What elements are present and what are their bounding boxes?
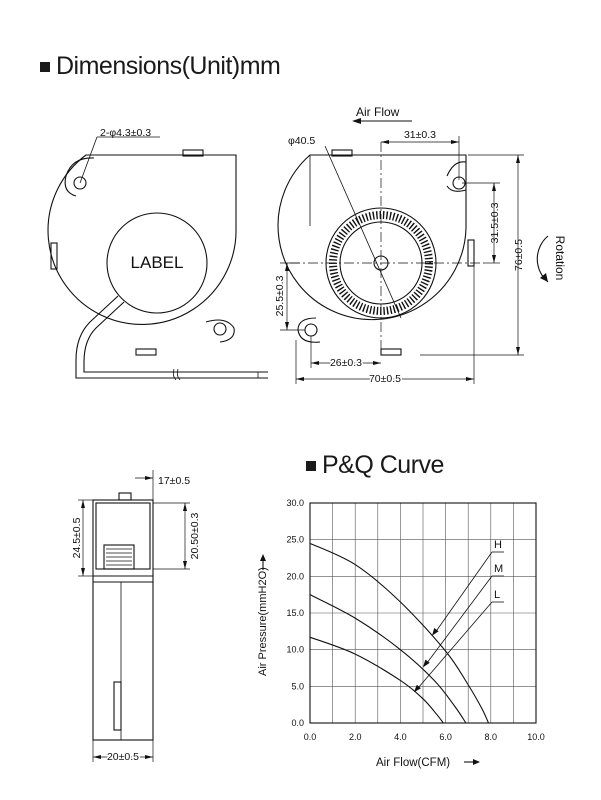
series-L-label: L [494, 589, 500, 601]
y-tick-label: 10.0 [286, 645, 304, 655]
dim-right-inner: 31.5±0.3 [489, 202, 501, 243]
series-M-arrow-icon [423, 659, 430, 668]
series-H-label: H [494, 539, 502, 551]
front-view: 2-φ4.3±0.3 LABEL [47, 127, 268, 381]
y-tick-label: 0.0 [291, 718, 304, 728]
series-L-arrow-icon [413, 684, 421, 693]
y-tick-label: 15.0 [286, 608, 304, 618]
profile-dim-left: 24.5±0.5 [71, 517, 83, 558]
dimensions-heading: Dimensions(Unit)mm [40, 52, 281, 81]
x-tick-label: 10.0 [527, 732, 545, 742]
profile-dim-top: 17±0.5 [158, 475, 190, 487]
plot-frame [309, 502, 537, 724]
dim-bottom-inner: 26±0.3 [330, 357, 362, 369]
hole-note: 2-φ4.3±0.3 [100, 127, 151, 139]
pq-title: P&Q Curve [322, 451, 444, 479]
fan-label: LABEL [131, 253, 184, 272]
dimensions-title: Dimensions(Unit)mm [56, 52, 281, 80]
series-L-leader [416, 601, 493, 690]
x-axis-label: Air Flow(CFM) [376, 757, 450, 769]
x-tick-label: 6.0 [439, 732, 452, 742]
pq-heading: P&Q Curve [306, 451, 444, 480]
profile-view: 17±0.5 24.5±0.5 20.50±0.3 20±0.5 [71, 470, 201, 765]
chart-series: HM L [309, 539, 504, 724]
bullet-square-icon [306, 460, 316, 471]
dim-left: 25.5±0.3 [274, 275, 286, 316]
diameter-label: φ40.5 [288, 135, 315, 147]
y-tick-label: 20.0 [286, 571, 304, 581]
rotation-label: Rotation [553, 236, 567, 281]
y-tick-label: 5.0 [291, 681, 304, 691]
y-tick-labels: 0.0 5.0 10.0 15.0 20.0 25.0 30.0 [286, 498, 304, 728]
series-M-leader [425, 575, 493, 665]
series-H-arrow-icon [432, 628, 439, 636]
pq-chart: 0.0 2.0 4.0 6.0 8.0 10.0 0.0 5.0 10.0 15.0 20.0 25… [257, 498, 545, 769]
dim-right-outer: 76±0.5 [513, 239, 525, 271]
series-H-curve [309, 542, 490, 724]
series-H-leader [434, 551, 493, 633]
profile-dim-bottom: 20±0.5 [107, 751, 139, 763]
y-tick-label: 30.0 [286, 498, 304, 508]
dim-top: 31±0.3 [404, 129, 436, 141]
airflow-label: Air Flow [356, 105, 400, 119]
x-tick-label: 0.0 [304, 732, 317, 742]
profile-dim-right: 20.50±0.3 [189, 513, 201, 560]
series-M-label: M [494, 563, 503, 575]
dim-bottom-outer: 70±0.5 [369, 373, 401, 385]
bullet-square-icon [40, 61, 50, 72]
y-tick-label: 25.0 [286, 535, 304, 545]
connector-slots [103, 544, 135, 570]
series-M-curve [309, 594, 467, 724]
x-tick-label: 4.0 [394, 732, 407, 742]
chart-grid [310, 503, 536, 723]
x-tick-labels: 0.0 2.0 4.0 6.0 8.0 10.0 [304, 732, 545, 742]
x-tick-label: 8.0 [485, 732, 498, 742]
series-L-curve [309, 636, 444, 724]
side-view: φ40.5 Air Flow 31±0.3 31.5±0.3 76±0.5 25… [274, 105, 567, 387]
x-tick-label: 2.0 [349, 732, 362, 742]
y-axis-label: Air Pressure(mmH2O) [257, 567, 269, 676]
